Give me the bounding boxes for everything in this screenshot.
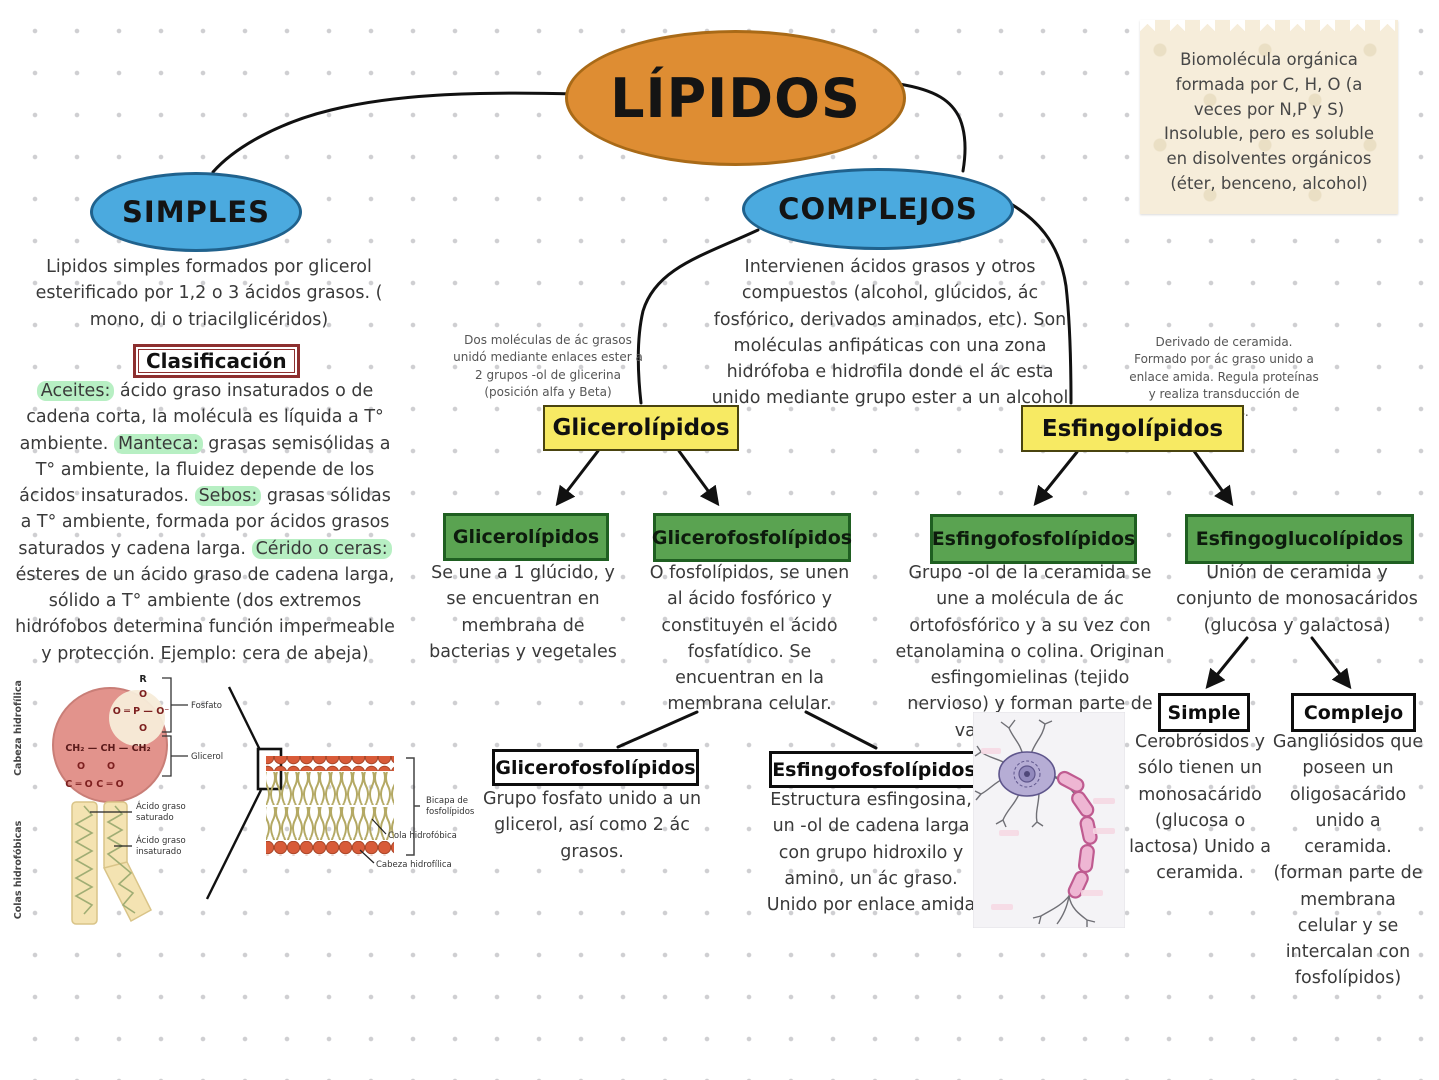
node-esfingofosfolipidos: Esfingofosfolípidos — [930, 514, 1137, 564]
nucleolus — [1024, 771, 1030, 777]
arrow-to-simple — [1205, 636, 1249, 690]
list-item-manteca: Manteca: grasas semisólidas a T° ambient… — [19, 433, 391, 507]
arrow-to-complejo — [1310, 636, 1352, 690]
torn-paper-edge — [1140, 20, 1398, 33]
line-to-glicerofosfo-detail — [616, 710, 699, 749]
term-ceras: Cérido o ceras: — [251, 538, 392, 559]
myelin-sheath — [1056, 770, 1098, 899]
node-lipidos: LÍPIDOS — [565, 30, 906, 166]
edge-lipidos-complejos — [897, 82, 967, 173]
esfingolipidos-annotation: Derivado de ceramida. Formado por ác gra… — [1129, 335, 1319, 419]
clasificacion-box: Clasificación — [133, 344, 300, 378]
formula-r: R — [139, 674, 147, 685]
list-item-aceites: Aceites: ácido graso insaturados o de ca… — [20, 381, 384, 454]
note-card: Biomolécula orgánica formada por C, H, O… — [1140, 20, 1398, 214]
label-bicapa-1: Bicapa de — [426, 796, 468, 806]
node-glicerolipidos-sub: Glicerolípidos — [443, 513, 609, 561]
term-aceites: Aceites: — [36, 381, 115, 401]
formula-c1: C ═ O — [65, 779, 92, 790]
formula-o3: O — [77, 761, 85, 772]
line-to-esfingofosfo-detail — [804, 710, 878, 750]
glicerofosfolipidos-description: O fosfolípidos, se unen al ácido fosfóri… — [649, 563, 850, 715]
heads-top — [266, 756, 394, 771]
bilayer-illustration: Bicapa de fosfolípidos Cola hidrofóbica … — [266, 756, 475, 870]
phosphate-zone — [109, 690, 165, 746]
label-acido-saturado-2: saturado — [136, 813, 174, 823]
type-complejo-box: Complejo — [1291, 693, 1416, 732]
heads-bottom — [266, 841, 394, 856]
arrow-glicero-child2 — [677, 449, 720, 507]
type-complejo-description: Gangliósidos que poseen un oligosacárido… — [1272, 732, 1424, 989]
text-aceites: ácido graso insaturados o de cadena cort… — [19, 381, 384, 454]
node-esfingoglucolipidos: Esfingoglucolípidos — [1185, 514, 1414, 564]
label-cabeza-hidrofilica: Cabeza hidrofílica — [376, 860, 452, 870]
pointer-cabeza — [359, 849, 375, 864]
term-sebos: Sebos: — [194, 486, 262, 506]
label-cabeza-hidrofilica: Cabeza hidrofílica — [13, 680, 24, 776]
esfingoglucolipidos-description: Unión de ceramida y conjunto de monosacá… — [1176, 563, 1418, 636]
label-acido-insaturado-1: Ácido graso — [136, 834, 186, 846]
nucleus-ring — [1013, 760, 1041, 788]
text-ceras: ésteres de un ácido graso de cadena larg… — [15, 564, 395, 664]
complejos-description: Intervienen ácidos grasos y otros compue… — [711, 257, 1069, 409]
node-simples-label: SIMPLES — [122, 195, 270, 229]
glicerolipidos-sub-description: Se une a 1 glúcido, y se encuentran en m… — [429, 563, 617, 662]
detail-esfingofosfolipidos-description: Estructura esfingosina, un -ol de cadena… — [766, 790, 976, 915]
type-simple-box: Simple — [1158, 693, 1250, 732]
formula-o2: O — [139, 723, 147, 734]
node-glicerofosfolipidos: Glicerofosfolípidos — [652, 513, 852, 562]
label-acido-insaturado-2: insaturado — [136, 847, 181, 857]
text-sebos: grasas sólidas a T° ambiente, formada po… — [18, 486, 391, 559]
tails-top — [266, 772, 394, 805]
node-complejos-label: COMPLEJOS — [778, 192, 978, 226]
simples-description: Lipidos simples formados por glicerol es… — [35, 257, 383, 330]
edge-complejos-glicerolipidos — [636, 228, 760, 405]
arrow-esfingo-child2 — [1192, 449, 1234, 507]
node-complejos: COMPLEJOS — [742, 168, 1014, 250]
glicerolipidos-annotation: Dos moléculas de ác grasos unidó mediant… — [453, 333, 643, 400]
type-simple-description: Cerobrósidos y sólo tienen un monosacári… — [1129, 732, 1271, 884]
clasificacion-list: Aceites: ácido graso insaturados o de ca… — [14, 378, 396, 667]
label-acido-saturado-1: Ácido graso — [136, 800, 186, 812]
node-glicerolipidos: Glicerolípidos — [543, 405, 739, 451]
formula-p: O ═ P — O⁻ — [113, 706, 170, 717]
fatty-acid-tails — [71, 801, 152, 925]
label-bicapa-2: fosfolípidos — [426, 807, 475, 817]
zoom-wedge-top — [227, 686, 262, 751]
label-fosfato: Fosfato — [191, 701, 222, 711]
arrow-glicero-child1 — [555, 449, 600, 507]
zoom-wedge-bottom — [205, 789, 263, 900]
term-manteca: Manteca: — [113, 433, 203, 454]
detail-glicerofosfolipidos-description: Grupo fosfato unido a un glicerol, así c… — [482, 789, 702, 862]
axon-terminals — [1032, 895, 1096, 927]
arrow-esfingo-child1 — [1033, 450, 1079, 507]
formula-o4: O — [107, 761, 115, 772]
edge-complejos-esfingolipidos — [990, 192, 1073, 405]
label-colas-hidrofobicas: Colas hidrofóbicas — [13, 820, 24, 919]
neuron-illustration — [973, 712, 1125, 928]
label-cola-hidrofobica: Cola hidrofóbica — [388, 830, 457, 841]
list-item-ceras: Cérido o ceras: ésteres de un ácido gras… — [15, 538, 395, 664]
label-glicerol: Glicerol — [191, 752, 223, 762]
pointer-cola — [371, 818, 387, 835]
formula-c2: C ═ O — [96, 779, 123, 790]
tails-bottom — [266, 807, 394, 840]
node-simples: SIMPLES — [90, 172, 302, 252]
tiny-label-marks — [981, 748, 1115, 910]
node-lipidos-label: LÍPIDOS — [610, 66, 861, 130]
text-manteca: grasas semisólidas a T° ambiente, la flu… — [19, 433, 391, 507]
phospholipid-illustration: Cabeza hidrofílica Colas hidrofóbicas R … — [13, 674, 223, 925]
node-esfingolipidos: Esfingolípidos — [1021, 405, 1244, 452]
list-item-sebos: Sebos: grasas sólidas a T° ambiente, for… — [18, 486, 391, 559]
detail-esfingofosfolipidos-box: Esfingofosfolípidos — [769, 751, 979, 788]
formula-glycerol: CH₂ — CH — CH₂ — [65, 743, 150, 754]
edge-lipidos-simples — [211, 91, 578, 174]
note-text: Biomolécula orgánica formada por C, H, O… — [1163, 50, 1375, 193]
detail-glicerofosfolipidos-box: Glicerofosfolípidos — [492, 749, 699, 786]
bracket-bicapa — [406, 757, 420, 856]
formula-o1: O — [139, 689, 147, 700]
